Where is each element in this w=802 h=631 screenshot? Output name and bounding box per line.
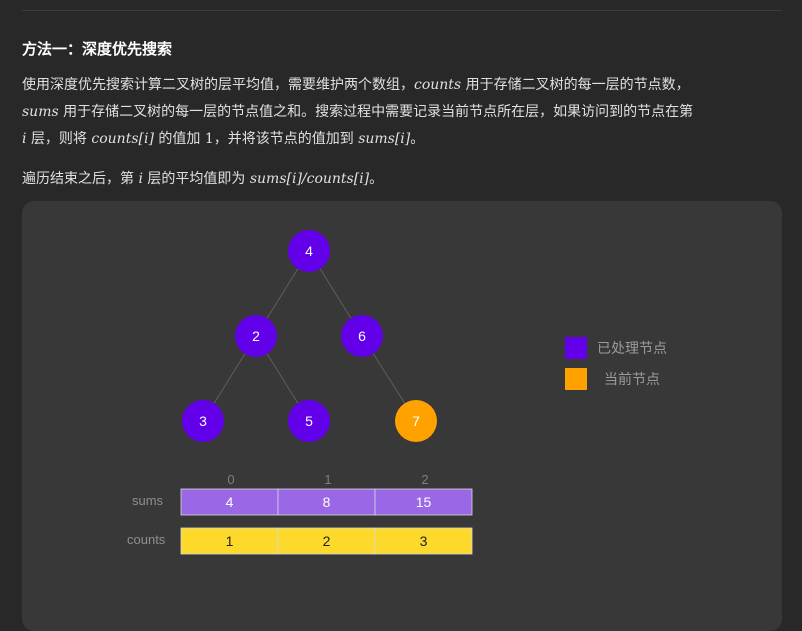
array-index: 1 bbox=[324, 472, 331, 487]
math-i: i bbox=[22, 131, 27, 147]
math-sums-i: sums[i] bbox=[358, 131, 411, 147]
tree-node-label: 7 bbox=[412, 413, 420, 429]
tree-node-circle bbox=[395, 400, 437, 442]
tree-node: 7 bbox=[395, 400, 437, 442]
counts-cell-value: 1 bbox=[226, 533, 234, 549]
tree-node-circle bbox=[235, 315, 277, 357]
counts-array-label: counts bbox=[127, 532, 166, 547]
counts-cell bbox=[374, 527, 473, 555]
tree-node: 6 bbox=[341, 315, 383, 357]
array-index: 0 bbox=[227, 472, 234, 487]
text-segment: 用于存储二叉树的每一层的节点值之和。搜索过程中需要记录当前节点所在层，如果访问到… bbox=[63, 104, 694, 120]
text-segment: 遍历结束之后，第 bbox=[22, 171, 134, 187]
tree-node-circle bbox=[288, 230, 330, 272]
text-segment: 层，则将 bbox=[30, 131, 87, 147]
section-heading: 方法一：深度优先搜索 bbox=[22, 40, 173, 58]
math-one: 1 bbox=[204, 131, 214, 147]
math-counts: counts bbox=[414, 77, 462, 93]
tree-node-label: 3 bbox=[199, 413, 207, 429]
text-segment: 层的平均值即为 bbox=[147, 171, 246, 187]
tree-node: 4 bbox=[288, 230, 330, 272]
tree-edges bbox=[202, 250, 417, 422]
tree-node-label: 4 bbox=[305, 243, 313, 259]
legend-processed-swatch bbox=[565, 337, 587, 359]
tree-node: 3 bbox=[182, 400, 224, 442]
legend: 已处理节点 当前节点 bbox=[565, 337, 667, 390]
tree-illustration: 4 2 6 3 5 7 已处理节点 当前节点 0 1 2 sums 4 8 15 counts 1… bbox=[127, 230, 667, 555]
text-segment: 使用深度优先搜索计算二叉树的层平均值，需要维护两个数组， bbox=[22, 77, 414, 93]
math-sums: sums bbox=[22, 104, 59, 120]
tree-node: 2 bbox=[235, 315, 277, 357]
paragraph-description: 使用深度优先搜索计算二叉树的层平均值，需要维护两个数组，counts 用于存储二… bbox=[22, 72, 787, 153]
counts-array: 1 2 3 bbox=[180, 527, 473, 555]
text-segment: ，并将该节点的值加到 bbox=[213, 131, 354, 147]
tree-node-label: 6 bbox=[358, 328, 366, 344]
math-i: i bbox=[138, 171, 143, 187]
math-counts-i: counts[i] bbox=[91, 131, 154, 147]
counts-cell bbox=[180, 527, 279, 555]
sums-cell bbox=[180, 488, 279, 516]
text-segment: 。 bbox=[369, 171, 384, 187]
tree-node: 5 bbox=[288, 400, 330, 442]
sums-cell-value: 15 bbox=[416, 494, 432, 510]
sums-cell bbox=[374, 488, 473, 516]
sums-array: 4 8 15 bbox=[180, 488, 473, 516]
legend-processed-label: 已处理节点 bbox=[597, 341, 667, 357]
paragraph-result: 遍历结束之后，第 i 层的平均值即为 sums[i]/counts[i]。 bbox=[22, 166, 787, 193]
tree-nodes: 4 2 6 3 5 7 bbox=[182, 230, 437, 442]
top-divider bbox=[22, 10, 782, 11]
legend-current-swatch bbox=[565, 368, 587, 390]
tree-node-circle bbox=[288, 400, 330, 442]
illustration-panel: 4 2 6 3 5 7 已处理节点 当前节点 0 1 2 sums 4 8 15 counts 1… bbox=[22, 201, 782, 631]
sums-cell-value: 4 bbox=[226, 494, 234, 510]
counts-cell-value: 3 bbox=[420, 533, 428, 549]
tree-node-circle bbox=[341, 315, 383, 357]
counts-cell bbox=[277, 527, 376, 555]
sums-array-label: sums bbox=[132, 493, 164, 508]
array-index: 2 bbox=[421, 472, 428, 487]
counts-cell-value: 2 bbox=[323, 533, 331, 549]
math-average-formula: sums[i]/counts[i] bbox=[249, 171, 370, 187]
text-segment: 。 bbox=[410, 131, 425, 147]
text-segment: 用于存储二叉树的每一层的节点数， bbox=[465, 77, 690, 93]
legend-current-label: 当前节点 bbox=[604, 371, 660, 388]
tree-node-label: 2 bbox=[252, 328, 260, 344]
text-segment: 的值加 bbox=[158, 131, 201, 147]
sums-cell-value: 8 bbox=[323, 494, 331, 510]
tree-node-circle bbox=[182, 400, 224, 442]
array-index-labels: 0 1 2 bbox=[227, 472, 428, 487]
tree-node-label: 5 bbox=[305, 413, 313, 429]
